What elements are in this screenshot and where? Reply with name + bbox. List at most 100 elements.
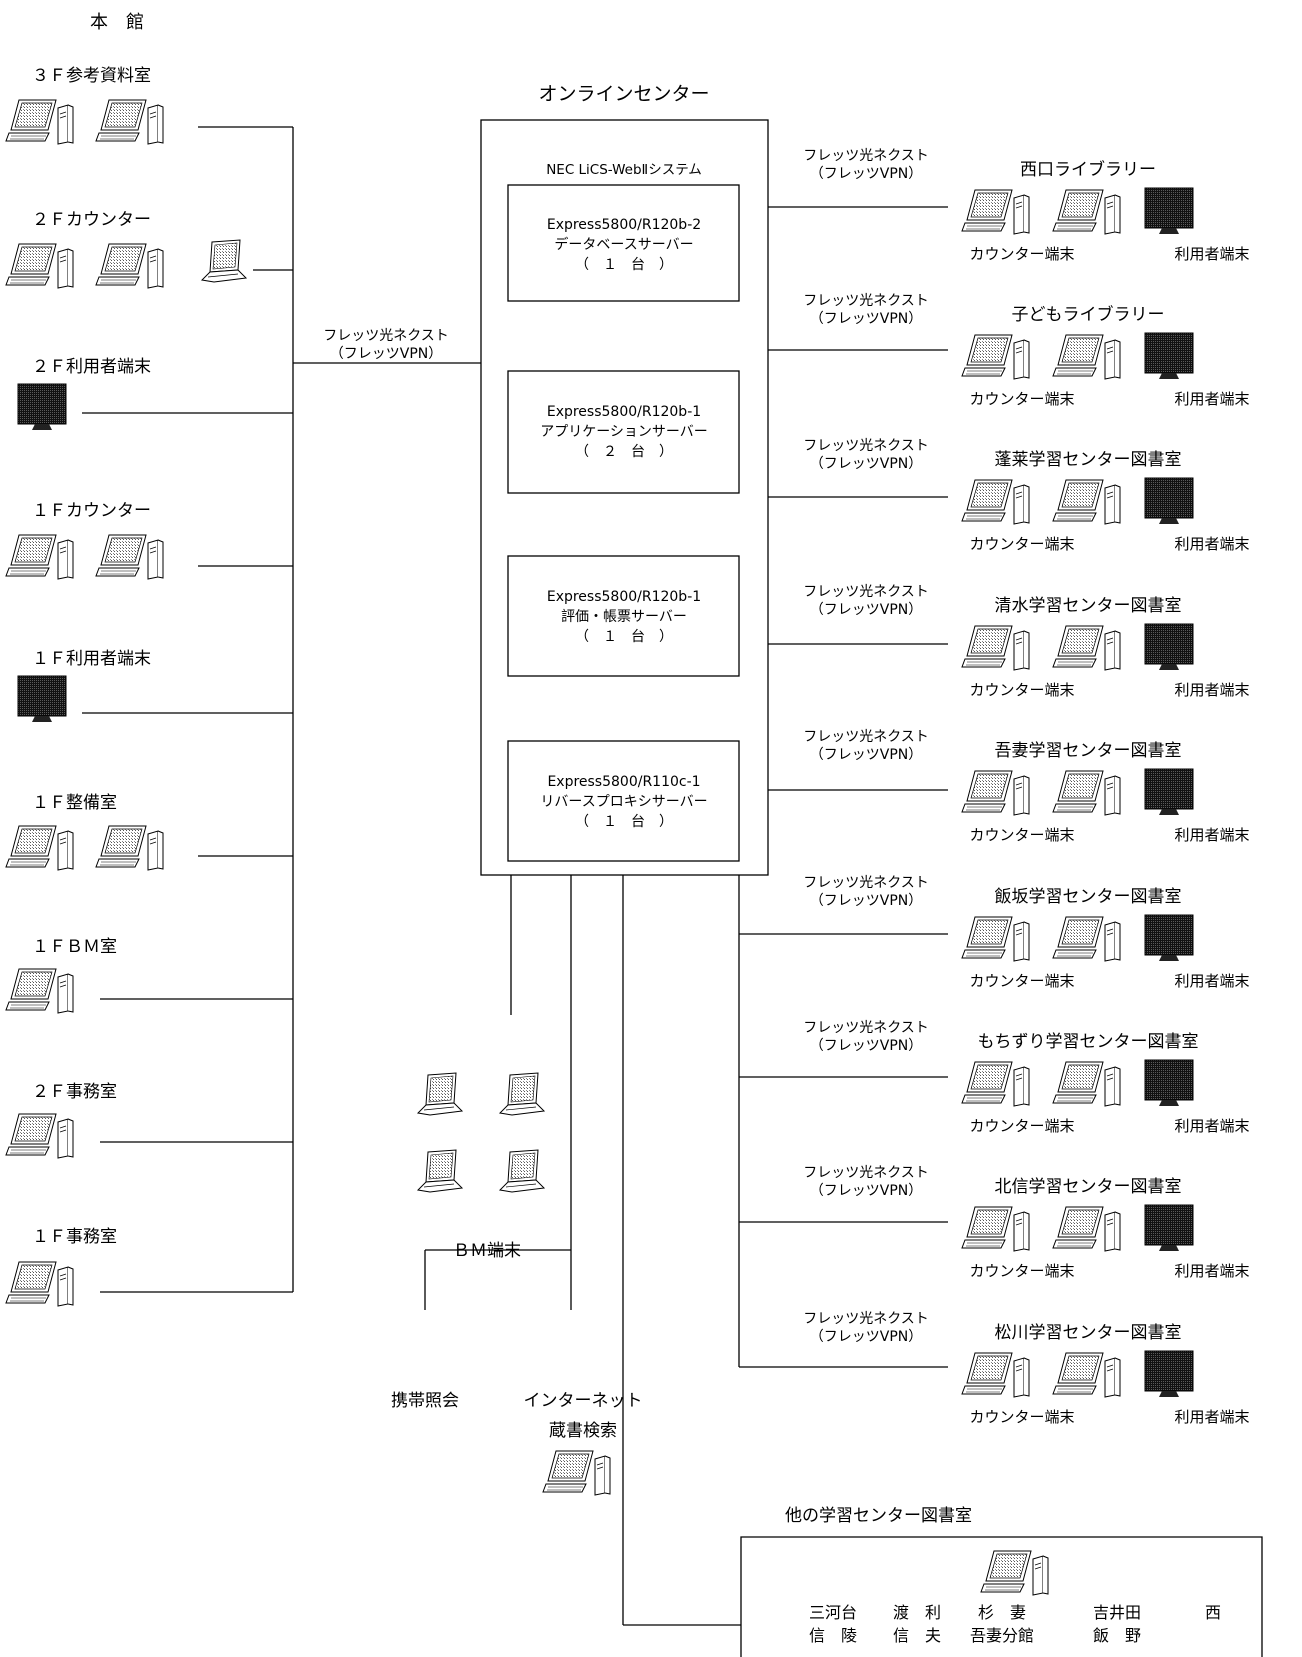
link-label: （フレッツVPN） [810,1183,923,1199]
room-3f-reference: ３Ｆ参考資料室 [5,66,164,145]
monitor-icon [1144,477,1194,525]
desktop-pc-icon [961,625,1030,671]
counter-terminal-label: カウンター端末 [969,1408,1074,1426]
room-label: ２Ｆカウンター [32,210,151,230]
counter-terminal-label: カウンター端末 [969,826,1074,844]
center-name: 飯 野 [1093,1626,1141,1645]
desktop-pc-icon [95,825,164,871]
counter-terminal-label: カウンター端末 [969,1262,1074,1280]
user-terminal-label: 利用者端末 [1174,1262,1249,1280]
center-name: 杉 妻 [978,1603,1026,1622]
branch-name: 北信学習センター図書室 [995,1177,1182,1197]
branch-library: フレッツ光ネクスト（フレッツVPN）吾妻学習センター図書室カウンター端末利用者端… [803,729,1249,844]
mobile-inquiry: 携帯照会 [391,1391,459,1411]
branch-library: フレッツ光ネクスト（フレッツVPN）子どもライブラリーカウンター端末利用者端末 [803,293,1249,408]
server-database: Express5800/R120b-2 データベースサーバー （ １ 台 ） [507,184,740,302]
main-building-title: 本 館 [90,12,144,33]
room-2f-counter: ２Ｆカウンター [5,210,247,289]
server-reverse-proxy: Express5800/R110c-1 リバースプロキシサーバー （ １ 台 ） [507,740,740,862]
center-name: 渡 利 [893,1603,941,1622]
desktop-pc-icon [5,534,74,580]
monitor-icon [17,675,67,723]
center-name: 吾妻分館 [970,1626,1034,1645]
monitor-icon [1144,187,1194,235]
branch-connector-lines [738,206,948,1368]
branch-library: フレッツ光ネクスト（フレッツVPN）蓬莱学習センター図書室カウンター端末利用者端… [803,438,1249,553]
user-terminal-label: 利用者端末 [1174,535,1249,553]
room-label: ２Ｆ事務室 [32,1082,117,1102]
link-label: （フレッツVPN） [810,456,923,472]
internet-catalog-search: インターネット 蔵書検索 [524,1391,643,1496]
link-label: フレッツ光ネクスト [803,1020,929,1036]
monitor-icon [1144,1204,1194,1252]
center-name: 信 夫 [893,1626,941,1645]
other-learning-centers: 他の学習センター図書室 三河台 渡 利 杉 妻 吉井田 西 信 陵 信 夫 吾妻… [740,1506,1263,1657]
room-1f-bm: １ＦＢＭ室 [5,937,117,1014]
monitor-icon [1144,623,1194,671]
desktop-pc-icon [961,1206,1030,1252]
room-1f-office: １Ｆ事務室 [5,1227,117,1307]
counter-terminal-label: カウンター端末 [969,535,1074,553]
link-label: （フレッツVPN） [810,1038,923,1054]
svg-text:（ ２ 台 ）: （ ２ 台 ） [575,444,673,460]
link-label: （フレッツVPN） [810,1329,923,1345]
branch-library: フレッツ光ネクスト（フレッツVPN）もちずり学習センター図書室カウンター端末利用… [803,1020,1249,1135]
center-name: 西 [1205,1603,1221,1622]
link-label: （フレッツVPN） [810,893,923,909]
desktop-pc-icon [961,479,1030,525]
room-label: １ＦＢＭ室 [32,937,117,957]
desktop-pc-icon [961,916,1030,962]
desktop-pc-icon [542,1450,611,1496]
desktop-pc-icon [5,99,74,145]
mobile-inquiry-label: 携帯照会 [391,1391,459,1411]
branch-name: 西口ライブラリー [1020,159,1156,180]
branch-name: 吾妻学習センター図書室 [995,741,1182,761]
room-1f-user-terminal: １Ｆ利用者端末 [17,649,151,723]
svg-text:リバースプロキシサーバー: リバースプロキシサーバー [540,794,707,810]
user-terminal-label: 利用者端末 [1174,1408,1249,1426]
user-terminal-label: 利用者端末 [1174,390,1249,408]
svg-text:（フレッツVPN）: （フレッツVPN） [330,346,443,362]
internet-label-line2: 蔵書検索 [549,1421,617,1441]
svg-text:（ １ 台 ）: （ １ 台 ） [575,629,673,645]
branch-library: フレッツ光ネクスト（フレッツVPN）飯坂学習センター図書室カウンター端末利用者端… [803,875,1249,990]
desktop-pc-icon [1052,1061,1121,1107]
link-label: フレッツ光ネクスト [803,148,929,164]
link-label: （フレッツVPN） [810,602,923,618]
link-label: フレッツ光ネクスト [803,729,929,745]
user-terminal-label: 利用者端末 [1174,826,1249,844]
link-label: （フレッツVPN） [810,166,923,182]
desktop-pc-icon [1052,1206,1121,1252]
server-report: Express5800/R120b-1 評価・帳票サーバー （ １ 台 ） [507,555,740,677]
user-terminal-label: 利用者端末 [1174,1117,1249,1135]
desktop-pc-icon [1052,479,1121,525]
branch-name: 松川学習センター図書室 [995,1323,1182,1343]
link-label: フレッツ光ネクスト [803,875,929,891]
online-center: オンラインセンター NEC LiCS-WebⅡシステム Express5800/… [480,83,769,876]
svg-text:評価・帳票サーバー: 評価・帳票サーバー [561,609,687,625]
monitor-icon [1144,768,1194,816]
counter-terminal-label: カウンター端末 [969,245,1074,263]
center-lower-connector-lines [424,875,741,1626]
svg-text:Express5800/R120b-1: Express5800/R120b-1 [547,589,701,605]
laptop-icon [201,239,247,283]
link-label: フレッツ光ネクスト [803,438,929,454]
svg-text:（ １ 台 ）: （ １ 台 ） [575,814,673,830]
svg-text:フレッツ光ネクスト: フレッツ光ネクスト [323,328,449,344]
desktop-pc-icon [1052,189,1121,235]
link-label: フレッツ光ネクスト [803,584,929,600]
branch-name: 子どもライブラリー [1012,304,1165,325]
counter-terminal-label: カウンター端末 [969,972,1074,990]
laptop-icon [417,1149,463,1193]
monitor-icon [1144,1059,1194,1107]
desktop-pc-icon [5,243,74,289]
server-application: Express5800/R120b-1 アプリケーションサーバー （ ２ 台 ） [507,370,740,494]
center-name: 信 陵 [809,1626,857,1645]
room-label: １Ｆ整備室 [32,793,117,813]
monitor-icon [1144,914,1194,962]
counter-terminal-label: カウンター端末 [969,390,1074,408]
room-label: ２Ｆ利用者端末 [32,357,151,377]
room-1f-counter: １Ｆカウンター [5,501,164,580]
monitor-icon [1144,332,1194,380]
